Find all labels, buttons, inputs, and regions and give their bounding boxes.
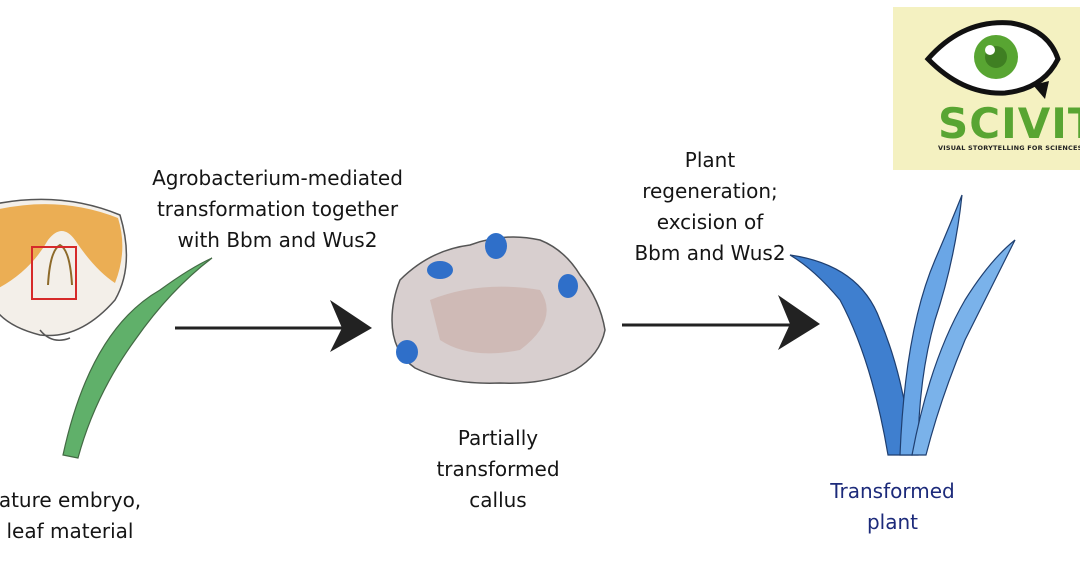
label-partially-transformed-callus: Partially transformed callus [418, 423, 578, 516]
label-line: excision of [656, 210, 764, 234]
label-line: Bbm and Wus2 [634, 241, 786, 265]
label-line: transformed [436, 457, 560, 481]
eye-icon [924, 20, 1061, 99]
seed-icon [0, 198, 128, 341]
label-line: Partially [457, 426, 539, 450]
highlight-box [31, 246, 77, 300]
label-line: ature embryo, [0, 488, 142, 512]
label-regeneration-step: Plant regeneration; excision of Bbm and … [605, 145, 815, 269]
label-line: Agrobacterium-mediated [152, 166, 403, 190]
plant-icon [789, 194, 1016, 456]
label-line: plant [866, 510, 919, 534]
logo-brand-text: SCIVIT [938, 99, 1080, 148]
label-line: leaf material [6, 519, 134, 543]
arrow-icon [175, 300, 372, 352]
scivit-logo: SCIVIT VISUAL STORYTELLING FOR SCIENCES [893, 7, 1080, 170]
callus-icon [391, 233, 606, 384]
arrow-icon [622, 295, 820, 350]
label-line: Plant [684, 148, 736, 172]
label-immature-embryo: ature embryo, leaf material [0, 485, 170, 547]
label-line: transformation together [156, 197, 399, 221]
label-transformation-step: Agrobacterium-mediated transformation to… [140, 163, 415, 256]
label-line: regeneration; [642, 179, 778, 203]
label-line: with Bbm and Wus2 [177, 228, 378, 252]
logo-tagline: VISUAL STORYTELLING FOR SCIENCES [938, 144, 1080, 152]
label-line: Transformed [830, 479, 955, 503]
label-line: callus [469, 488, 527, 512]
leaf-icon [62, 257, 213, 459]
label-transformed-plant: Transformed plant [800, 476, 985, 538]
